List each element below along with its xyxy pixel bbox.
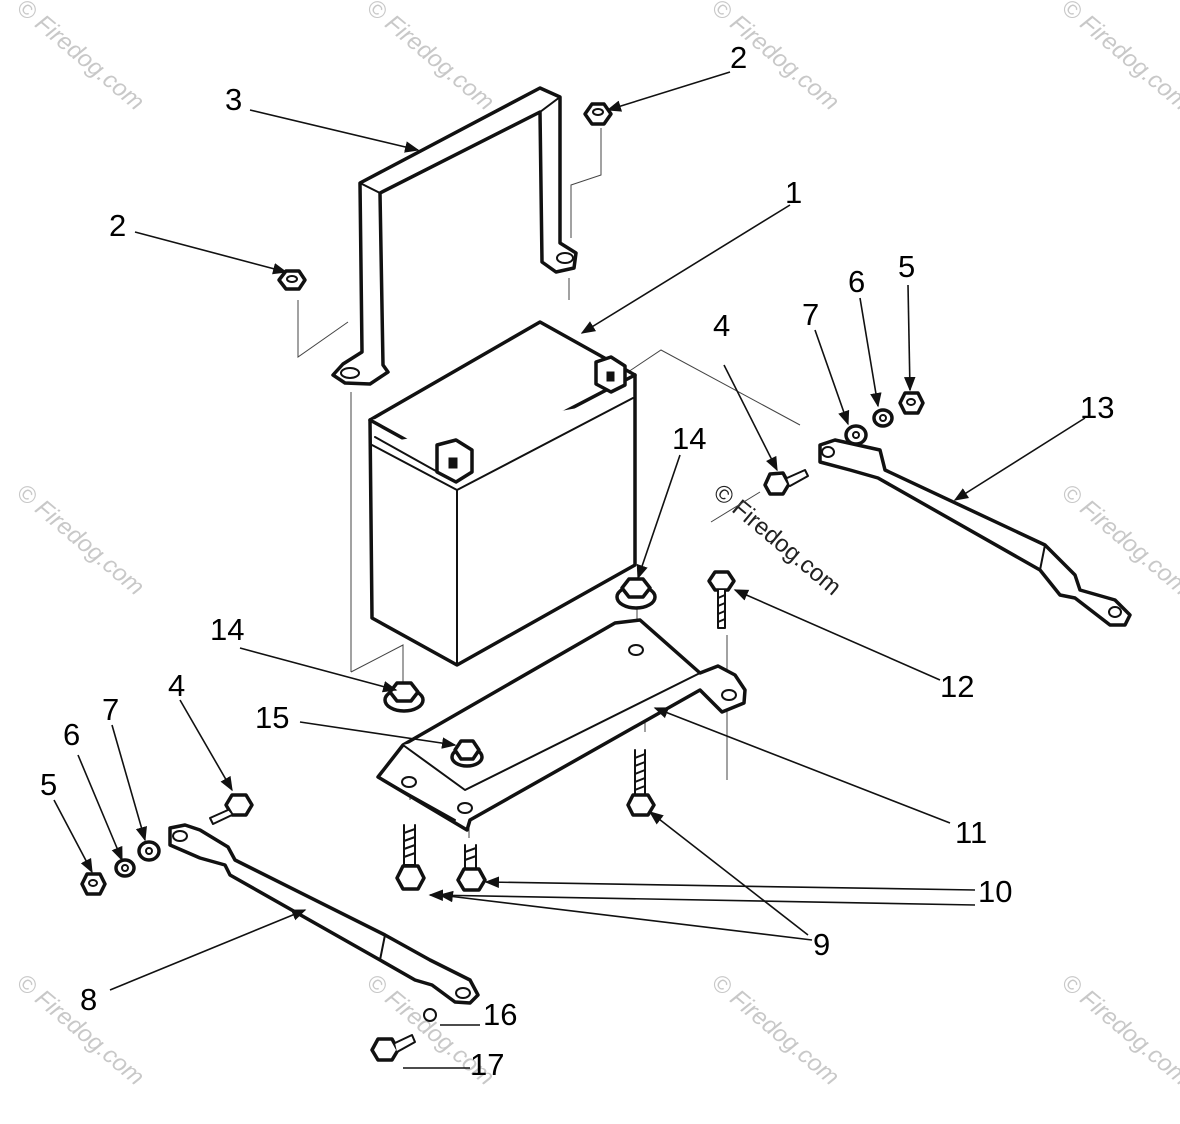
- nut-part-5: [80, 872, 107, 896]
- callout-16: 16: [483, 997, 517, 1032]
- callout-10: 10: [978, 874, 1012, 909]
- bolt-part-12: [707, 570, 736, 629]
- nut-part-15: [450, 739, 484, 768]
- watermark: © Firedog.com: [1056, 0, 1180, 116]
- watermark: © Firedog.com: [11, 0, 149, 116]
- battery: [368, 320, 637, 667]
- bolt-part-10: [456, 844, 487, 892]
- callout-14: 14: [672, 421, 706, 456]
- callout-2: 2: [109, 208, 126, 243]
- callout-13: 13: [1080, 390, 1114, 425]
- callout-17: 17: [470, 1047, 504, 1082]
- watermark: © Firedog.com: [706, 0, 844, 116]
- callout-14: 14: [210, 612, 244, 647]
- watermark: © Firedog.com: [706, 969, 844, 1091]
- callout-12: 12: [940, 669, 974, 704]
- lock-washer-part-6: [114, 858, 136, 878]
- callout-3: 3: [225, 82, 242, 117]
- callout-6: 6: [63, 717, 80, 752]
- hex-nut-part-2: [277, 269, 307, 291]
- callout-7: 7: [802, 297, 819, 332]
- flange-nut-part-14: [615, 577, 657, 610]
- callout-1: 1: [785, 175, 802, 210]
- bolt-part-9: [395, 824, 426, 891]
- callout-4: 4: [713, 308, 730, 343]
- leader-lines: [53, 71, 1086, 1069]
- washer-part-7: [844, 424, 868, 446]
- callout-9: 9: [813, 927, 830, 962]
- hold-down-bracket: [331, 86, 578, 386]
- callout-labels: 1 2 2 3 4 4 5 5 6 6 7 7 8 9 10 11 12 13 …: [40, 40, 1114, 1082]
- callout-8: 8: [80, 982, 97, 1017]
- bolt-part-4: [209, 793, 254, 825]
- callout-4: 4: [168, 668, 185, 703]
- lock-washer-part-6: [872, 408, 894, 428]
- battery-cable-part-8: [168, 823, 480, 1005]
- bolt-part-9: [626, 749, 656, 817]
- nut-part-5: [898, 391, 925, 415]
- hex-nut-part-2: [583, 102, 613, 126]
- callout-5: 5: [898, 249, 915, 284]
- callout-2: 2: [730, 40, 747, 75]
- callout-7: 7: [102, 692, 119, 727]
- watermark: © Firedog.com: [1056, 969, 1180, 1091]
- callout-6: 6: [848, 264, 865, 299]
- callout-11: 11: [955, 815, 987, 850]
- callout-5: 5: [40, 767, 57, 802]
- alignment-guides: [297, 128, 801, 838]
- watermark: © Firedog.com: [361, 0, 499, 116]
- washer-part-7: [137, 840, 161, 862]
- bolt-part-4: [763, 469, 809, 496]
- flange-nut-part-14: [383, 681, 425, 713]
- washer-part-16: [423, 1008, 437, 1022]
- battery-cable-part-13: [818, 438, 1132, 627]
- bolt-part-17: [370, 1034, 416, 1062]
- callout-15: 15: [255, 700, 289, 735]
- watermark: © Firedog.com: [11, 479, 149, 601]
